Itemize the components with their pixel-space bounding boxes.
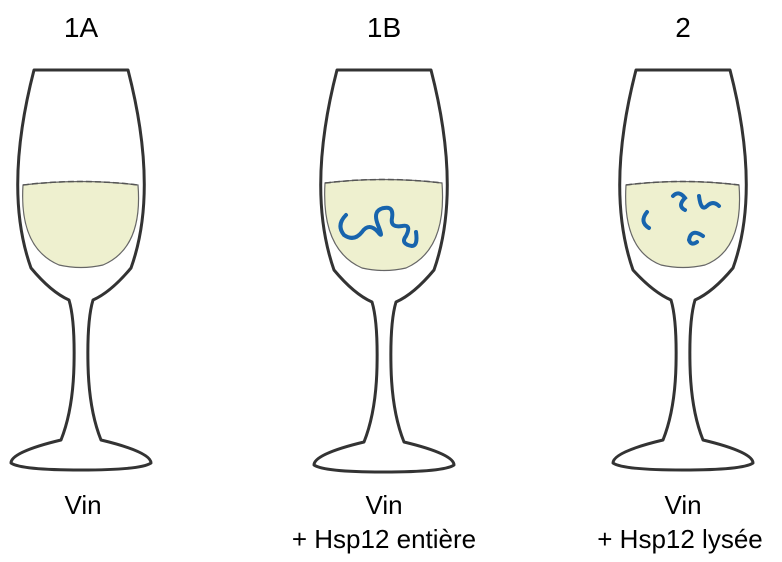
- glass-outline-1b: [312, 68, 456, 474]
- glass-number-1b: 1B: [366, 12, 402, 43]
- caption-2-line1: Vin: [664, 490, 702, 520]
- glass-number-2: 2: [675, 12, 691, 43]
- glass-outline-1a: [9, 68, 153, 472]
- wine-surface-2: [625, 180, 740, 186]
- wine-fill-1a: [22, 180, 140, 269]
- wine-surface-1a: [22, 180, 139, 186]
- protein-fragment-4: [686, 230, 705, 246]
- protein-fragment-1: [641, 210, 651, 230]
- wine-surface-1b: [324, 178, 443, 184]
- glass-1b: [312, 68, 456, 474]
- glass-outline-2: [611, 68, 755, 472]
- glass-1a: [9, 68, 153, 472]
- caption-1a-line1: Vin: [64, 490, 102, 520]
- caption-1b-line1: Vin: [365, 490, 403, 520]
- caption-1b-line2: + Hsp12 entière: [291, 524, 477, 554]
- protein-fragment-2: [671, 191, 688, 212]
- protein-whole: [338, 205, 419, 248]
- glass-number-1a: 1A: [63, 12, 99, 43]
- glass-2: [611, 68, 755, 472]
- protein-fragment-3: [697, 194, 721, 210]
- caption-2-line2: + Hsp12 lysée: [597, 524, 763, 554]
